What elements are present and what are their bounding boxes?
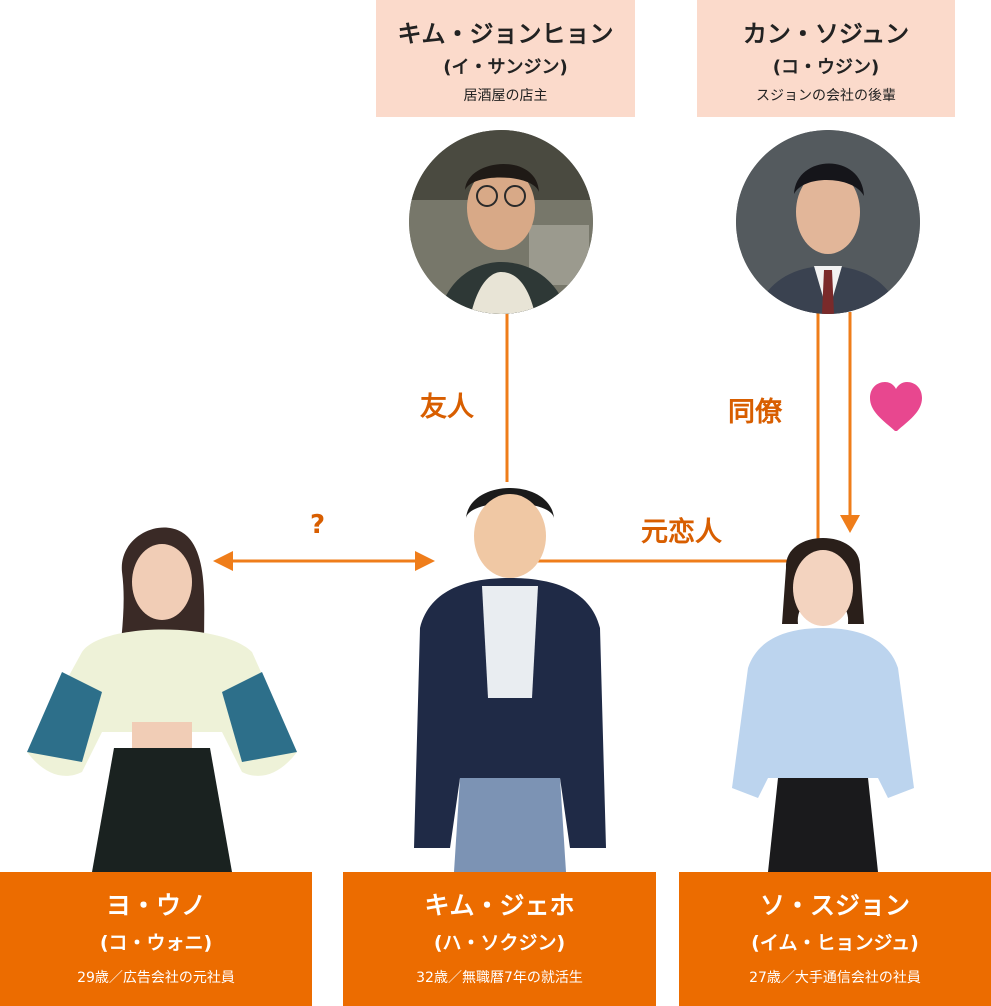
relation-label-colleague: 同僚	[728, 397, 782, 428]
unknown-arrow-right	[415, 551, 435, 571]
actor-name: (コ・ウジン)	[772, 57, 880, 78]
top-card-kang-sojun: カン・ソジュン (コ・ウジン) スジョンの会社の後輩	[697, 0, 955, 117]
character-desc: 32歳／無職暦7年の就活生	[416, 970, 583, 986]
heart-icon	[870, 382, 922, 431]
character-name: ソ・スジョン	[759, 891, 910, 920]
figure-kim-jaeho	[414, 488, 606, 872]
actor-name: (イム・ヒョンジュ)	[751, 932, 919, 954]
bottom-card-kim-jaeho: キム・ジェホ (ハ・ソクジン) 32歳／無職暦7年の就活生	[343, 872, 656, 1006]
actor-name: (イ・サンジン)	[443, 57, 568, 78]
relation-label-unknown: ?	[310, 510, 326, 540]
character-desc: スジョンの会社の後輩	[756, 88, 896, 104]
relation-label-friend: 友人	[420, 392, 474, 423]
character-desc: 29歳／広告会社の元社員	[77, 970, 235, 986]
top-card-kim-jonghyun: キム・ジョンヒョン (イ・サンジン) 居酒屋の店主	[376, 0, 635, 117]
character-desc: 27歳／大手通信会社の社員	[749, 970, 921, 986]
figure-seo-sujeong	[732, 538, 914, 872]
character-name: キム・ジョンヒョン	[397, 20, 614, 48]
character-name: カン・ソジュン	[742, 20, 910, 48]
portrait-kang-sojun	[736, 130, 920, 314]
bottom-card-yeo-wonho: ヨ・ウノ (コ・ウォニ) 29歳／広告会社の元社員	[0, 872, 312, 1006]
portrait-kim-jonghyun	[409, 130, 593, 314]
unknown-arrow-left	[213, 551, 233, 571]
character-name: ヨ・ウノ	[105, 891, 206, 920]
figure-yeo-wonho	[27, 527, 297, 872]
actor-name: (ハ・ソクジン)	[433, 932, 566, 954]
character-desc: 居酒屋の店主	[463, 88, 548, 104]
character-name: キム・ジェホ	[424, 891, 575, 920]
relation-label-ex-lover: 元恋人	[641, 517, 722, 548]
actor-name: (コ・ウォニ)	[99, 932, 213, 954]
bottom-card-seo-sujeong: ソ・スジョン (イム・ヒョンジュ) 27歳／大手通信会社の社員	[679, 872, 991, 1006]
heart-arrow-head	[840, 515, 860, 533]
